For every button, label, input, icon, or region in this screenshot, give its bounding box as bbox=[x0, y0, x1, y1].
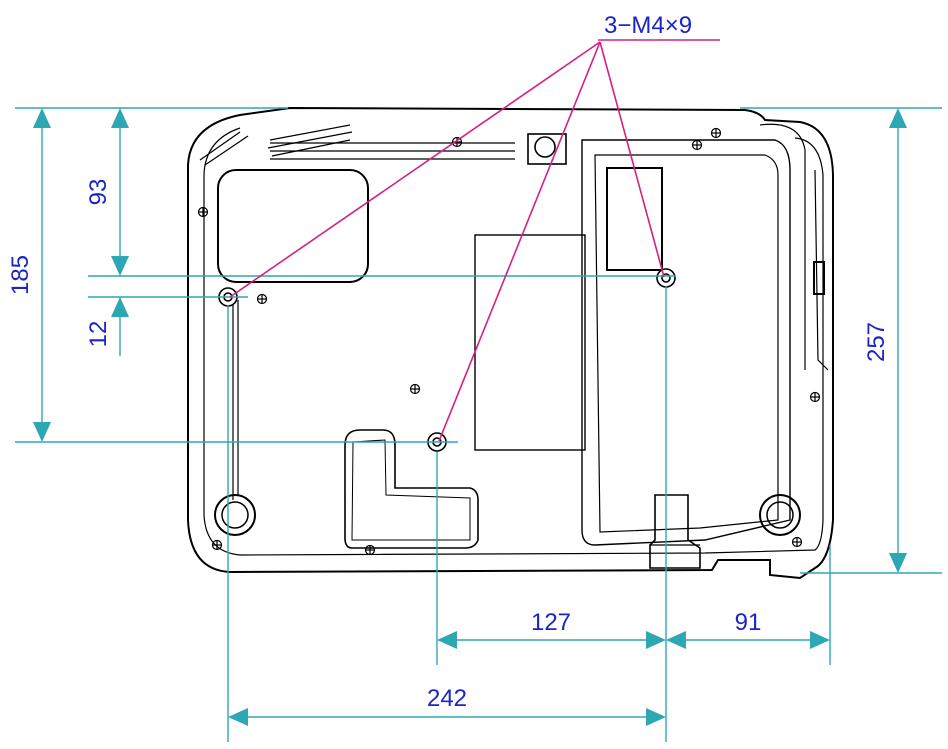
body-inner-rim bbox=[203, 127, 824, 556]
mount-holes bbox=[218, 268, 676, 452]
crosshair-screw-icon bbox=[197, 206, 209, 218]
right-compartment-inner bbox=[594, 154, 779, 533]
projector-body bbox=[187, 106, 834, 580]
arrow-left-icon bbox=[437, 631, 457, 649]
callout-leader-left bbox=[229, 41, 601, 298]
arrow-right-icon bbox=[810, 631, 830, 649]
right-compartment bbox=[581, 139, 791, 546]
dim-label-127: 127 bbox=[531, 609, 571, 636]
mount-hole-icon bbox=[656, 268, 676, 288]
crosshair-screw-icon bbox=[691, 139, 703, 151]
bottom-tab bbox=[649, 494, 701, 569]
crosshair-screw-icon bbox=[710, 127, 722, 139]
crosshair-screw-icon bbox=[791, 536, 803, 548]
bottom-l-cutout-inner bbox=[351, 439, 471, 541]
arrow-left-icon bbox=[666, 631, 686, 649]
foot-icon bbox=[214, 494, 256, 536]
callout-lines bbox=[229, 39, 720, 442]
crosshair-screw-icon bbox=[809, 391, 821, 403]
arrow-left-icon bbox=[228, 708, 248, 726]
arrow-right-icon bbox=[646, 631, 666, 649]
dimension-arrowheads bbox=[33, 108, 907, 726]
foot-icon bbox=[759, 494, 801, 536]
crosshair-screw-icon bbox=[409, 383, 421, 395]
dim-label-93: 93 bbox=[85, 179, 112, 206]
crosshair-screw-icon bbox=[211, 539, 223, 551]
screw-marks bbox=[197, 127, 821, 556]
arrow-down-icon bbox=[33, 422, 51, 442]
crosshair-screw-icon bbox=[256, 293, 268, 305]
arrow-down-icon bbox=[889, 553, 907, 573]
arrow-up-icon bbox=[111, 297, 129, 317]
side-connector bbox=[813, 261, 825, 295]
arrow-up-icon bbox=[111, 108, 129, 128]
right-vent-box bbox=[606, 167, 663, 271]
bottom-l-cutout bbox=[344, 429, 479, 549]
dim-label-257: 257 bbox=[863, 322, 890, 362]
callout-leader-right bbox=[599, 41, 665, 278]
body-outline bbox=[187, 106, 834, 580]
dim-label-242: 242 bbox=[427, 685, 467, 712]
callout-label: 3−M4×9 bbox=[604, 12, 692, 39]
dim-label-12: 12 bbox=[85, 321, 112, 348]
arrow-down-icon bbox=[111, 256, 129, 276]
arrow-up-icon bbox=[889, 108, 907, 128]
top-adjuster-knob bbox=[534, 136, 556, 158]
dimension-lines bbox=[15, 107, 942, 742]
top-adjuster bbox=[527, 133, 567, 165]
arrow-right-icon bbox=[646, 708, 666, 726]
dim-label-185: 185 bbox=[7, 255, 34, 295]
left-inner-frame bbox=[232, 300, 239, 500]
callout-leader-center bbox=[438, 41, 601, 442]
feet bbox=[214, 494, 801, 536]
center-plate bbox=[474, 234, 586, 451]
crosshair-screw-icon bbox=[364, 544, 376, 556]
dim-label-91: 91 bbox=[735, 609, 762, 636]
right-side-lines bbox=[759, 123, 829, 371]
left-vent-box bbox=[217, 169, 369, 283]
top-vent-lines bbox=[199, 124, 515, 166]
arrow-up-icon bbox=[33, 108, 51, 128]
